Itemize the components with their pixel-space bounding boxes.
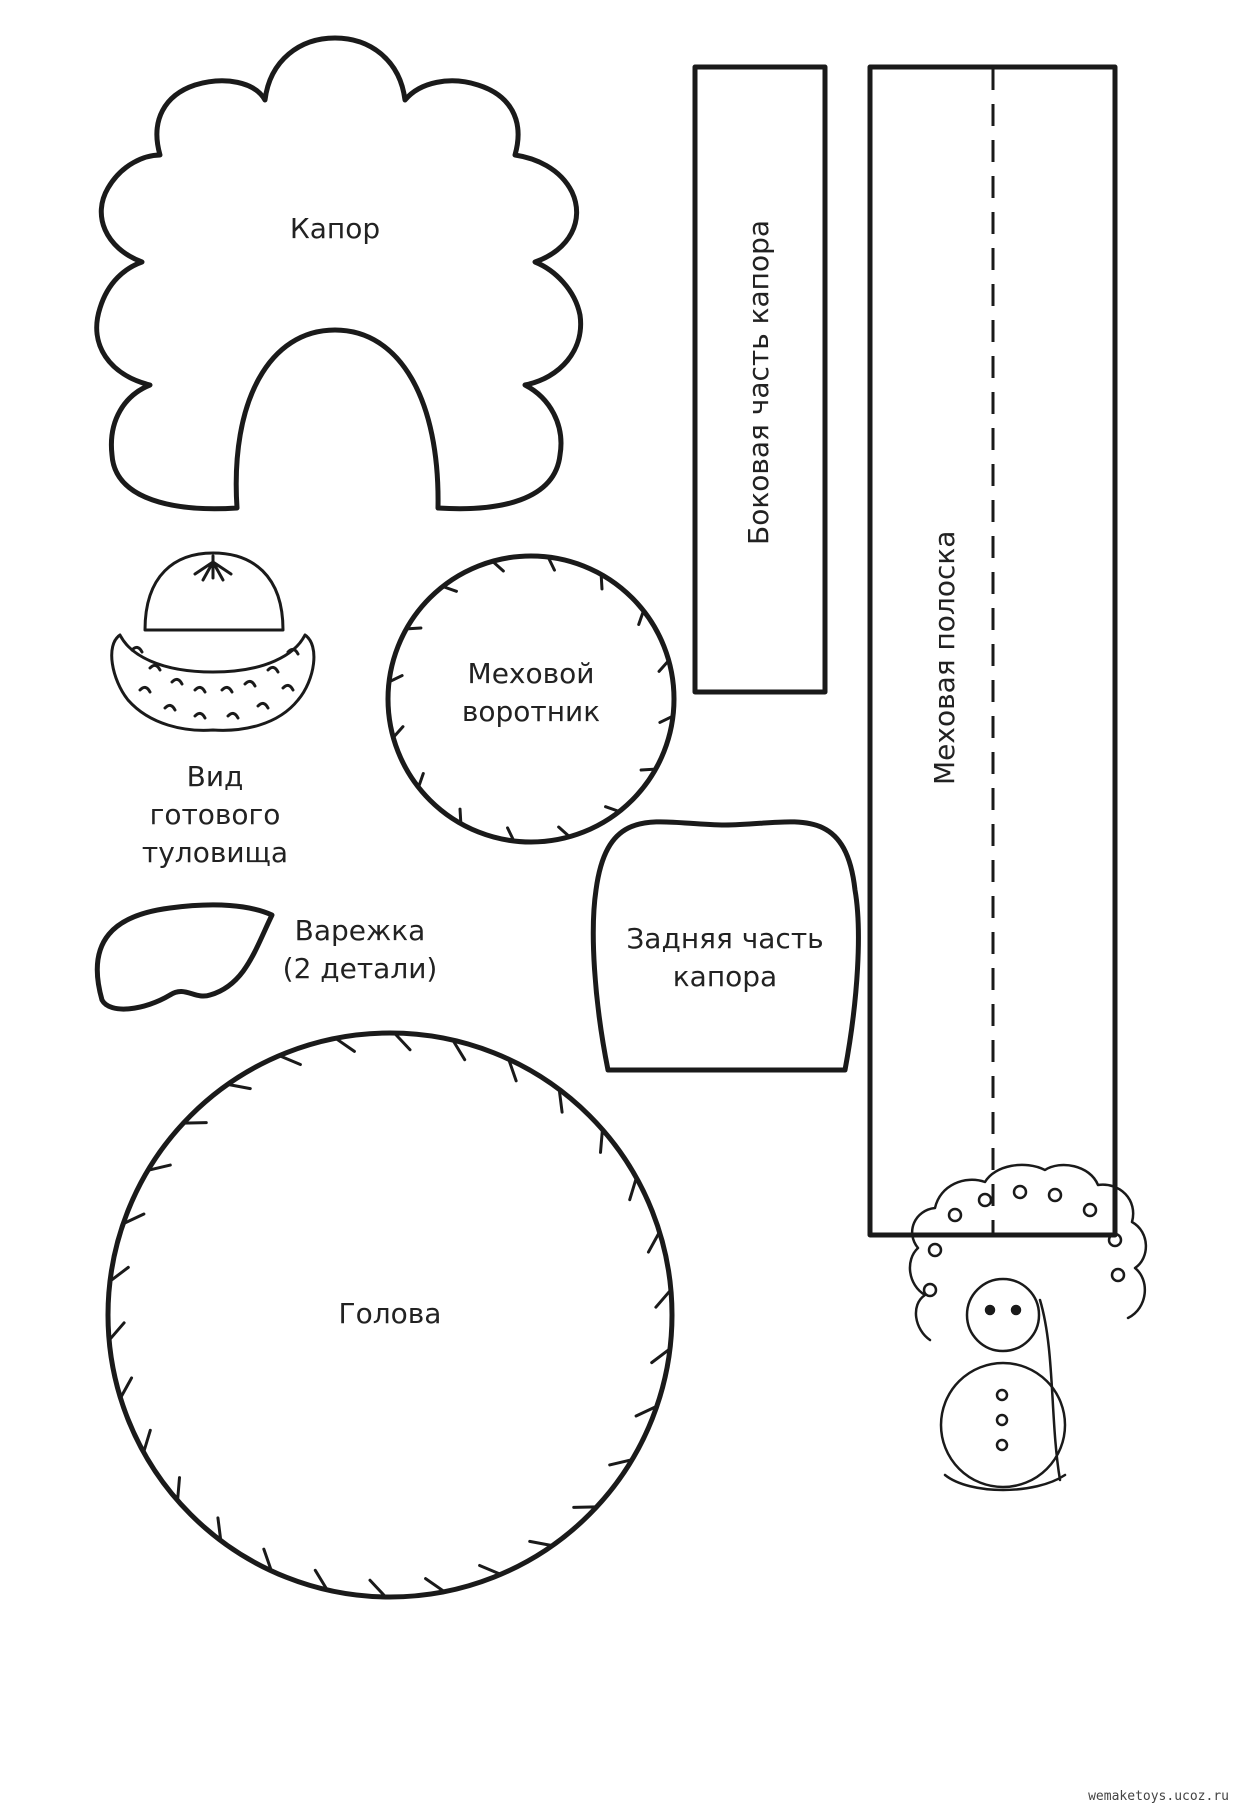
fur-strip-label: Меховая полоска	[928, 530, 961, 785]
head-stitch-mark	[226, 1082, 252, 1091]
mitten-label-line1: Варежка	[294, 914, 426, 947]
fur-collar-stitch-mark	[637, 609, 645, 626]
fur-collar-stitch-mark	[506, 826, 516, 843]
fur-collar-stitch-mark	[490, 559, 505, 573]
head-stitch-mark	[368, 1578, 388, 1599]
fur-collar-stitch-marks	[387, 555, 675, 843]
fur-collar-stitch-mark	[658, 714, 675, 724]
head-stitch-mark	[216, 1516, 223, 1543]
finished-body-label-line2: готового	[149, 798, 281, 831]
hood-back-label-line2: капора	[672, 960, 778, 993]
head-stitch-mark	[277, 1054, 302, 1067]
fur-collar-stitch-mark	[441, 585, 458, 593]
head-stitch-mark	[107, 1321, 126, 1342]
head-stitch-mark	[507, 1057, 518, 1083]
hood-side-label: Боковая часть капора	[742, 219, 775, 545]
doll-photo	[908, 1163, 1148, 1492]
hood-outline	[94, 35, 584, 512]
head-stitch-mark	[313, 1568, 329, 1592]
fur-collar-stitch-mark	[599, 572, 604, 591]
head-stitch-mark	[142, 1428, 152, 1454]
fur-collar-stitch-mark	[639, 767, 658, 772]
head-stitch-mark	[176, 1476, 181, 1502]
head-stitch-mark	[634, 1404, 659, 1418]
finished-body-illustration	[110, 551, 316, 732]
head-stitch-mark	[424, 1577, 446, 1594]
fur-collar-stitch-mark	[458, 807, 463, 826]
head-stitch-mark	[119, 1376, 134, 1400]
fur-collar-label-line2: воротник	[461, 695, 601, 728]
fur-collar-label: Меховой воротник	[431, 655, 631, 731]
fur-strip-outline	[867, 64, 1118, 1238]
head-stitch-mark	[108, 1265, 130, 1283]
head-stitch-mark	[262, 1547, 273, 1573]
fur-collar-label-line1: Меховой	[467, 657, 595, 690]
head-stitch-mark	[628, 1176, 638, 1202]
fur-collar-stitch-mark	[657, 658, 671, 673]
hood-side-outline	[692, 64, 828, 695]
head-stitch-mark	[451, 1038, 467, 1062]
fur-collar-stitch-mark	[387, 674, 404, 684]
head-stitch-mark	[334, 1036, 356, 1053]
fur-collar-stitch-mark	[604, 805, 621, 813]
hood-back-outline	[590, 819, 861, 1073]
head-stitch-marks	[107, 1031, 673, 1599]
head-stitch-mark	[121, 1212, 146, 1226]
head-stitch-mark	[146, 1163, 172, 1172]
fur-collar-stitch-mark	[557, 825, 572, 839]
fur-collar-stitch-mark	[546, 555, 556, 572]
head-stitch-mark	[654, 1288, 673, 1309]
head-stitch-mark	[608, 1458, 634, 1467]
finished-body-label-line3: туловища	[141, 836, 289, 869]
hood-label: Капор	[289, 212, 381, 245]
fur-collar-stitch-mark	[417, 772, 425, 789]
head-stitch-mark	[528, 1539, 554, 1548]
head-outline	[105, 1030, 675, 1600]
head-label: Голова	[338, 1297, 442, 1330]
fur-collar-outline	[385, 553, 677, 845]
mitten-label: Варежка (2 детали)	[265, 912, 455, 988]
head-stitch-mark	[557, 1087, 564, 1114]
finished-body-label-line1: Вид	[186, 760, 244, 793]
fur-collar-stitch-mark	[391, 725, 405, 740]
hood-back-label: Задняя часть капора	[615, 920, 835, 996]
hood-back-label-line1: Задняя часть	[626, 922, 824, 955]
head-stitch-mark	[392, 1031, 412, 1052]
head-stitch-mark	[650, 1347, 672, 1365]
head-stitch-mark	[599, 1128, 604, 1154]
head-stitch-mark	[478, 1563, 503, 1576]
mitten-label-line2: (2 детали)	[282, 952, 438, 985]
mitten-outline	[94, 902, 275, 1012]
finished-body-label: Вид готового туловища	[115, 758, 315, 872]
watermark: wemaketoys.ucoz.ru	[1088, 1789, 1229, 1804]
head-stitch-mark	[646, 1230, 661, 1254]
fur-collar-stitch-mark	[404, 626, 423, 631]
